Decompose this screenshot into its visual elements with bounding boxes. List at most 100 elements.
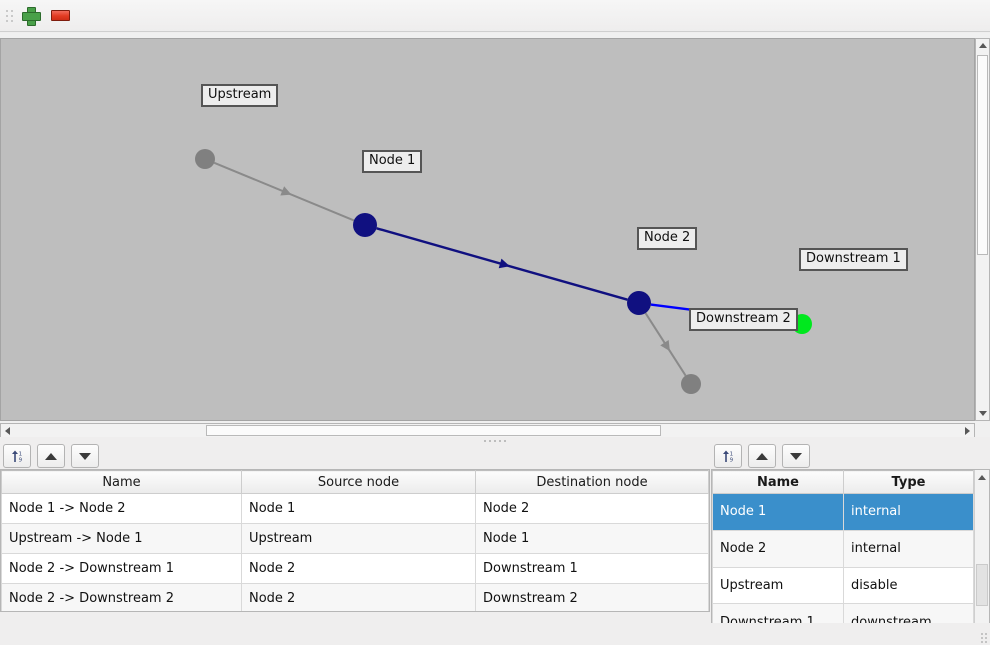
edge-arrowhead-upstream-node1 [280,186,292,196]
splitter-dot [484,440,486,442]
resize-grip[interactable] [981,633,987,643]
links-table-cell: Node 2 -> Downstream 1 [1,553,242,584]
nodes-vertical-scrollbar[interactable] [974,470,989,641]
triangle-up-icon [756,452,768,460]
grip-dot [981,637,983,639]
nodes-scroll-thumb[interactable] [976,564,988,606]
canvas-horizontal-scrollbar[interactable] [0,423,975,438]
nodes-table-cell: internal [843,493,974,531]
panel-splitter[interactable] [0,437,990,445]
links-column-header[interactable]: Destination node [475,470,709,494]
scroll-left-button[interactable] [1,424,14,437]
nodes-table-cell: Upstream [712,566,844,605]
scroll-down-button[interactable] [976,407,989,420]
links-table-cell: Downstream 1 [475,553,709,584]
nodes-table-cell: Node 2 [712,529,844,568]
sort-icon: 1 9 [11,450,22,463]
chevron-right-icon [965,426,970,435]
links-toolbar: 1 9 [0,443,710,469]
graph-node-label-node2[interactable]: Node 2 [637,227,698,250]
scroll-up-button[interactable] [976,39,989,52]
links-table-cell: Upstream [241,523,476,554]
main-toolbar [0,0,990,32]
links-table-cell: Node 2 [475,493,709,524]
nodes-scroll-up-button[interactable] [975,470,989,484]
grip-dot [10,19,13,22]
links-table-cell: Node 1 [241,493,476,524]
scroll-right-button[interactable] [961,424,974,437]
remove-node-button[interactable] [45,3,75,29]
nodes-sort-button[interactable]: 1 9 [714,444,742,468]
graph-edges-layer [213,161,793,377]
links-move-up-button[interactable] [37,444,65,468]
graph-node-downstream2[interactable] [681,374,701,394]
graph-node-node1[interactable] [353,213,377,237]
vertical-scroll-thumb[interactable] [977,55,988,255]
splitter-grip [484,440,506,442]
grip-dot [5,9,8,12]
grip-dot [5,19,8,22]
links-column-header[interactable]: Source node [241,470,476,494]
add-node-button[interactable] [15,3,45,29]
graph-node-label-downstream2[interactable]: Downstream 2 [689,308,798,331]
splitter-dot [499,440,501,442]
grip-dot [981,641,983,643]
nodes-column-header[interactable]: Type [843,470,974,494]
grip-dot [981,633,983,635]
triangle-down-icon [790,452,802,460]
nodes-table-cell: disable [843,566,974,605]
graph-node-label-node1[interactable]: Node 1 [362,150,423,173]
nodes-column-header[interactable]: Name [712,470,844,494]
nodes-move-up-button[interactable] [748,444,776,468]
graph-node-label-downstream1[interactable]: Downstream 1 [799,248,908,271]
nodes-table-cell: internal [843,529,974,568]
grip-dot [985,641,987,643]
canvas-vertical-scrollbar[interactable] [975,38,990,421]
links-move-down-button[interactable] [71,444,99,468]
nodes-move-down-button[interactable] [782,444,810,468]
links-table-cell: Node 2 -> Downstream 2 [1,583,242,611]
chevron-down-icon [978,411,987,416]
plus-icon [21,7,41,26]
links-table-cell: Node 1 -> Node 2 [1,493,242,524]
graph-node-upstream[interactable] [195,149,215,169]
svg-text:1: 1 [18,451,22,457]
links-table-cell: Node 2 [241,553,476,584]
edge-arrowhead-node1-node2 [498,258,510,269]
graph-node-node2[interactable] [627,291,651,315]
nodes-table-cell: Node 1 [712,493,844,531]
grip-dot [10,14,13,17]
links-column-header[interactable]: Name [1,470,242,494]
edge-arrowhead-node2-downstream2 [660,339,670,352]
nodes-toolbar: 1 9 [711,443,990,469]
horizontal-scroll-thumb[interactable] [206,425,661,436]
links-sort-button[interactable]: 1 9 [3,444,31,468]
svg-text:9: 9 [18,457,22,463]
toolbar-drag-handle[interactable] [3,5,15,27]
status-bar [0,623,990,645]
svg-text:1: 1 [729,451,733,457]
grip-dot [985,633,987,635]
svg-text:9: 9 [729,457,733,463]
graph-node-label-upstream[interactable]: Upstream [201,84,279,107]
triangle-up-icon [45,452,57,460]
